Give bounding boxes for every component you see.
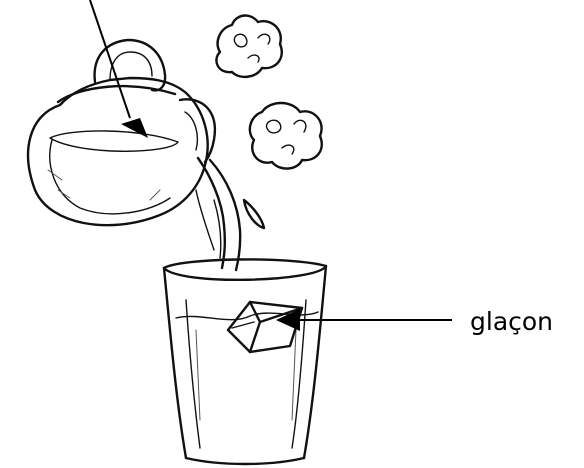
water-stream: [196, 158, 264, 270]
glass: [164, 259, 326, 464]
water-annotation-arrow: [90, 0, 148, 138]
ice-cube: [228, 302, 302, 352]
steam-cloud-top: [216, 16, 281, 77]
ice-cube-annotation-arrow: [276, 309, 452, 331]
steam-cloud-bottom: [250, 103, 322, 169]
jug: [28, 40, 215, 225]
ice-cube-label: glaçon: [470, 307, 553, 336]
